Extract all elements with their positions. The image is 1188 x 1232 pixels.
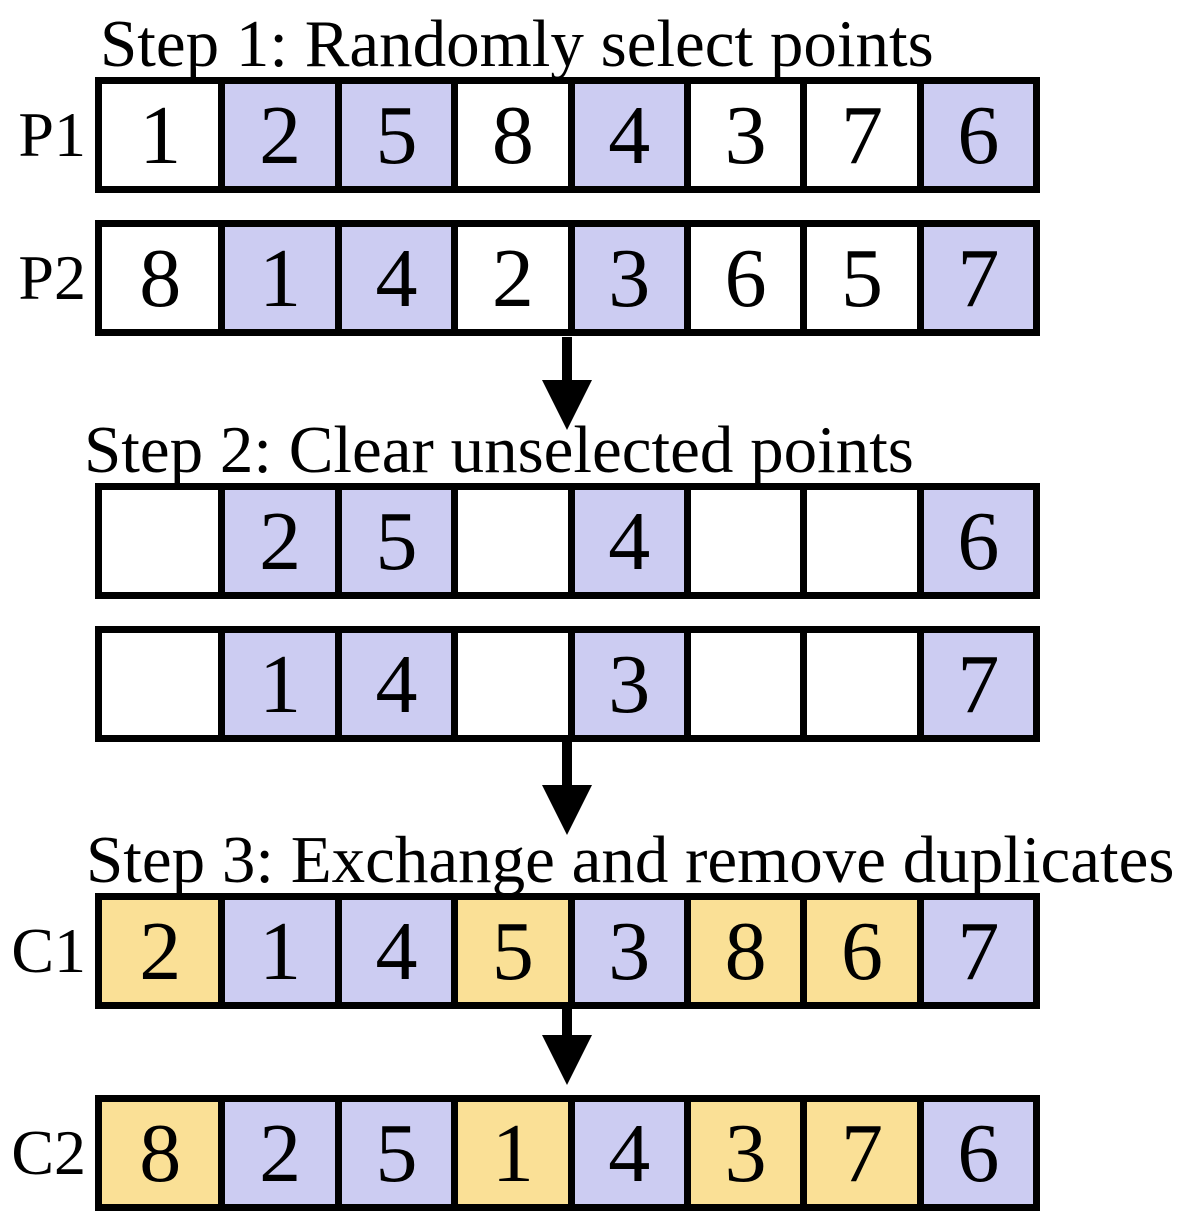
cell-p2-3: 2 — [451, 227, 568, 329]
arrow-head — [542, 785, 592, 835]
row-p2: 8 1 4 2 3 6 5 7 — [95, 220, 1040, 336]
cell-s2a-1: 2 — [218, 490, 335, 592]
cell-s2a-6 — [800, 490, 917, 592]
cell-p2-0: 8 — [102, 227, 219, 329]
row-c2: 8 2 5 1 4 3 7 6 — [95, 1095, 1040, 1211]
arrow-stem — [562, 337, 572, 385]
cell-s2b-7: 7 — [916, 633, 1033, 735]
cell-c1-0: 2 — [102, 900, 219, 1002]
row-step2-parent1: 2 5 4 6 — [95, 483, 1040, 599]
cell-c1-6: 6 — [800, 900, 917, 1002]
cell-p1-1: 2 — [218, 84, 335, 186]
cell-s2a-2: 5 — [334, 490, 452, 592]
cell-s2b-2: 4 — [334, 633, 452, 735]
cell-p2-7: 7 — [916, 227, 1033, 329]
row-step2-parent2: 1 4 3 7 — [95, 626, 1040, 742]
cell-s2b-3 — [451, 633, 568, 735]
cell-s2b-5 — [683, 633, 801, 735]
cell-p2-2: 4 — [334, 227, 452, 329]
arrow-down-icon — [542, 1005, 592, 1085]
arrow-down-icon — [542, 337, 592, 430]
cell-c1-3: 5 — [451, 900, 568, 1002]
cell-c2-3: 1 — [451, 1102, 568, 1204]
cell-p2-5: 6 — [683, 227, 801, 329]
row-p1: 1 2 5 8 4 3 7 6 — [95, 77, 1040, 193]
cell-s2b-4: 3 — [567, 633, 684, 735]
cell-c2-0: 8 — [102, 1102, 219, 1204]
step1-title: Step 1: Randomly select points — [100, 7, 934, 81]
row-label-c2: C2 — [11, 1117, 86, 1188]
cell-p1-3: 8 — [451, 84, 568, 186]
cell-s2a-5 — [683, 490, 801, 592]
cell-c2-4: 4 — [567, 1102, 684, 1204]
row-label-p2: P2 — [18, 242, 86, 313]
cell-c1-2: 4 — [334, 900, 452, 1002]
cell-s2a-3 — [451, 490, 568, 592]
cell-s2a-4: 4 — [567, 490, 684, 592]
cell-p1-6: 7 — [800, 84, 917, 186]
step2-title: Step 2: Clear unselected points — [84, 413, 914, 487]
cell-c1-4: 3 — [567, 900, 684, 1002]
arrow-stem — [562, 1005, 572, 1040]
cell-p2-4: 3 — [567, 227, 684, 329]
cell-p2-1: 1 — [218, 227, 335, 329]
cell-s2a-0 — [102, 490, 219, 592]
cell-p2-6: 5 — [800, 227, 917, 329]
arrow-stem — [562, 739, 572, 790]
cell-c1-5: 8 — [683, 900, 801, 1002]
cell-c1-1: 1 — [218, 900, 335, 1002]
cell-c1-7: 7 — [916, 900, 1033, 1002]
cell-p1-4: 4 — [567, 84, 684, 186]
cell-s2b-6 — [800, 633, 917, 735]
cell-p1-0: 1 — [102, 84, 219, 186]
cell-p1-7: 6 — [916, 84, 1033, 186]
arrow-down-icon — [542, 739, 592, 835]
row-label-p1: P1 — [18, 99, 86, 170]
row-label-c1: C1 — [11, 915, 86, 986]
step3-title: Step 3: Exchange and remove duplicates — [86, 823, 1175, 897]
row-c1: 2 1 4 5 3 8 6 7 — [95, 893, 1040, 1009]
cell-p1-5: 3 — [683, 84, 801, 186]
cell-c2-6: 7 — [800, 1102, 917, 1204]
cell-s2b-0 — [102, 633, 219, 735]
cell-p1-2: 5 — [334, 84, 452, 186]
arrow-head — [542, 1035, 592, 1085]
cell-c2-5: 3 — [683, 1102, 801, 1204]
cell-s2b-1: 1 — [218, 633, 335, 735]
cell-c2-1: 2 — [218, 1102, 335, 1204]
cell-c2-2: 5 — [334, 1102, 452, 1204]
cell-s2a-7: 6 — [916, 490, 1033, 592]
arrow-head — [542, 380, 592, 430]
cell-c2-7: 6 — [916, 1102, 1033, 1204]
